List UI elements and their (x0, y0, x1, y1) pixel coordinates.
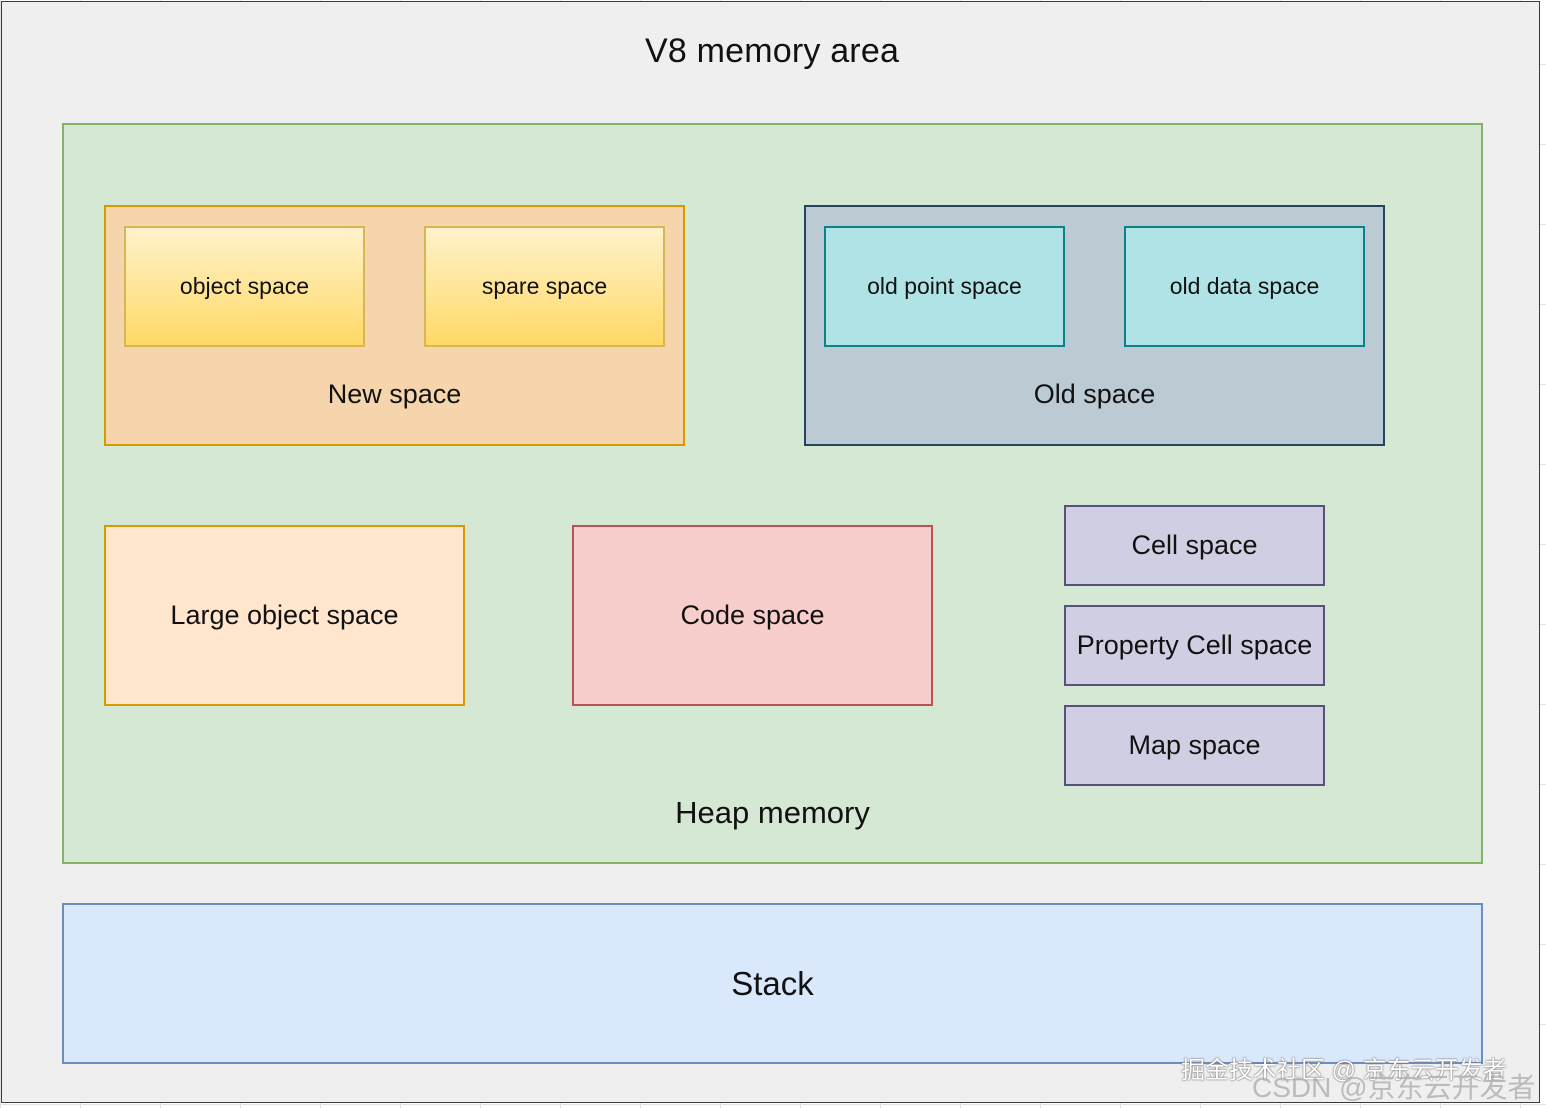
old-data-space: old data space (1124, 226, 1365, 347)
cell-space: Cell space (1064, 505, 1325, 586)
old-space: old point space old data space Old space (804, 205, 1385, 446)
new-space: object space spare space New space (104, 205, 685, 446)
old-space-label: Old space (1033, 379, 1156, 409)
new-space-label: New space (327, 379, 462, 409)
diagram-title: V8 memory area (644, 32, 900, 70)
large-object-space: Large object space (104, 525, 465, 706)
property-cell-space: Property Cell space (1064, 605, 1325, 686)
spare-space: spare space (424, 226, 665, 347)
stack: Stack (62, 903, 1483, 1064)
heap-memory-label: Heap memory (675, 795, 870, 830)
object-space: object space (124, 226, 365, 347)
map-space: Map space (1064, 705, 1325, 786)
old-point-space: old point space (824, 226, 1065, 347)
code-space: Code space (572, 525, 933, 706)
watermark-csdn: CSDN @京东云开发者 (1252, 1072, 1536, 1103)
watermark-juejin: 掘金技术社区 @ 京东云开发者 (1181, 1057, 1507, 1084)
heap-memory: object space spare space New space old p… (62, 123, 1483, 864)
